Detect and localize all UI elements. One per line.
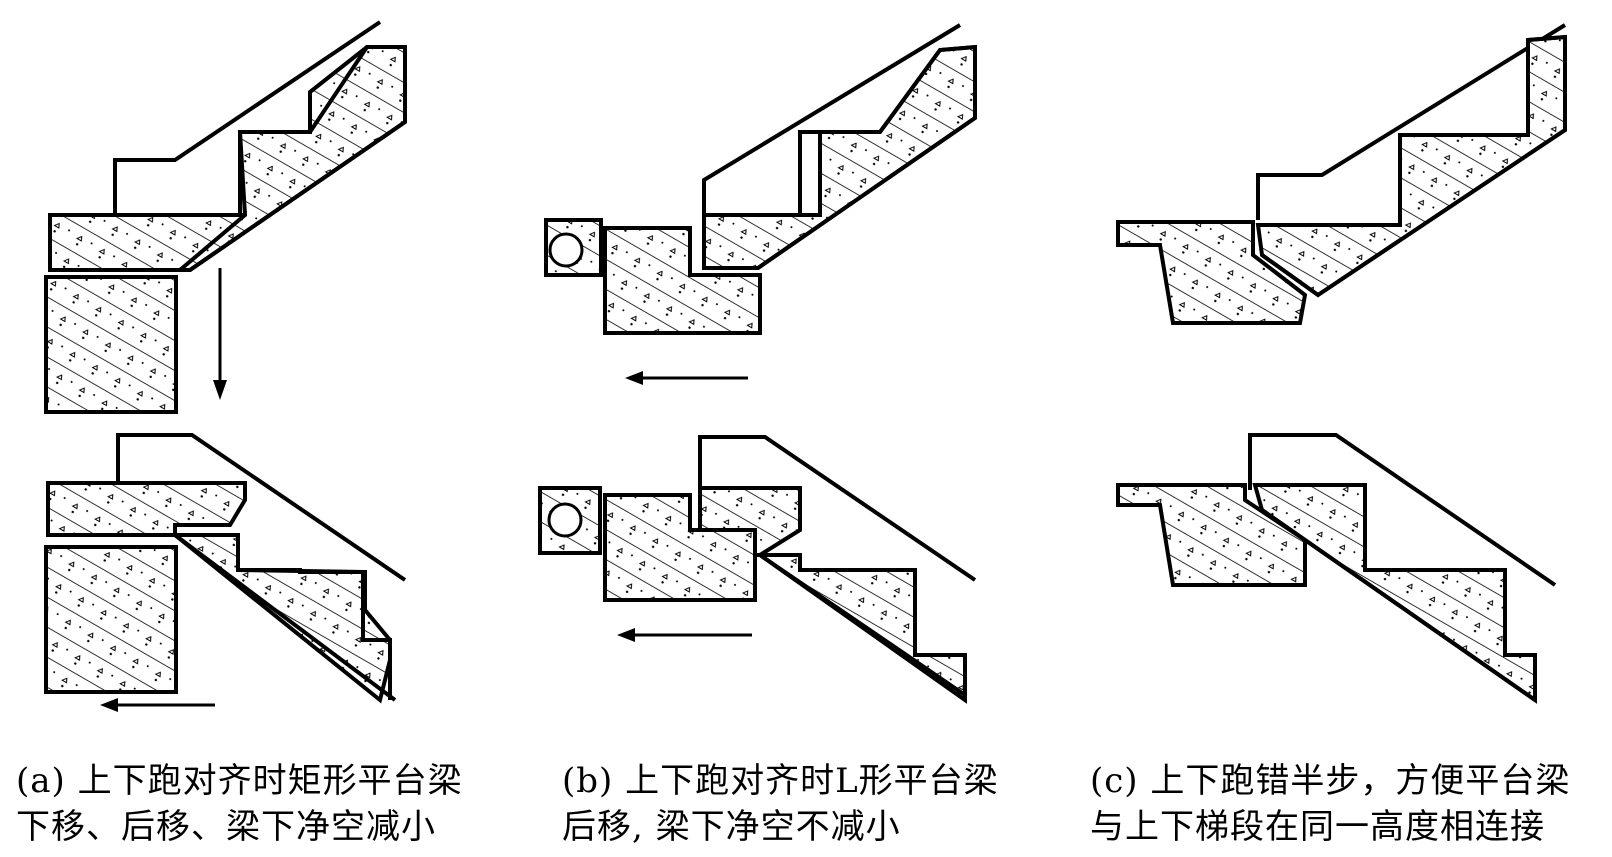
panel-a-diagram bbox=[44, 20, 407, 712]
panel-c-beam-top bbox=[1116, 220, 1308, 325]
panel-a-down-arrow bbox=[213, 268, 227, 400]
pipe-icon bbox=[548, 232, 584, 268]
caption-a-line1: (a) 上下跑对齐时矩形平台梁 bbox=[16, 761, 463, 801]
panel-a-left-arrow bbox=[100, 698, 215, 712]
pipe-icon-2 bbox=[547, 502, 583, 538]
panel-b-diagram bbox=[538, 23, 977, 704]
panel-a-rect-beam-top bbox=[44, 275, 178, 414]
panel-b-left-arrow-top bbox=[625, 371, 748, 385]
caption-b-line1: (b) 上下跑对齐时L形平台梁 bbox=[562, 761, 999, 801]
panel-c-bottom-stair bbox=[1116, 433, 1557, 704]
panel-c-diagram bbox=[1116, 23, 1567, 704]
caption-c-line1: (c) 上下跑错半步，方便平台梁 bbox=[1090, 761, 1571, 801]
panel-c-beam-bottom bbox=[1116, 483, 1307, 587]
caption-panel-a: (a) 上下跑对齐时矩形平台梁 下移、后移、梁下净空减小 bbox=[16, 758, 463, 850]
panel-b-l-beam-top bbox=[603, 226, 762, 335]
panel-b-l-beam-bottom bbox=[603, 493, 757, 602]
panel-b-bottom-stair bbox=[538, 435, 977, 704]
caption-panel-c: (c) 上下跑错半步，方便平台梁 与上下梯段在同一高度相连接 bbox=[1090, 758, 1570, 850]
panel-a-top-stair bbox=[48, 20, 407, 272]
caption-a-line2: 下移、后移、梁下净空减小 bbox=[16, 807, 436, 847]
panel-a-bottom-stair bbox=[46, 433, 407, 704]
caption-panel-b: (b) 上下跑对齐时L形平台梁 后移, 梁下净空不减小 bbox=[562, 758, 999, 850]
caption-c-line2: 与上下梯段在同一高度相连接 bbox=[1090, 807, 1545, 847]
panel-b-left-arrow-bottom bbox=[617, 628, 752, 642]
caption-b-line2: 后移, 梁下净空不减小 bbox=[562, 807, 901, 847]
panel-b-top-stair bbox=[544, 23, 977, 335]
panel-a-rect-beam-bottom bbox=[44, 545, 178, 694]
panel-c-top-stair bbox=[1116, 23, 1567, 325]
